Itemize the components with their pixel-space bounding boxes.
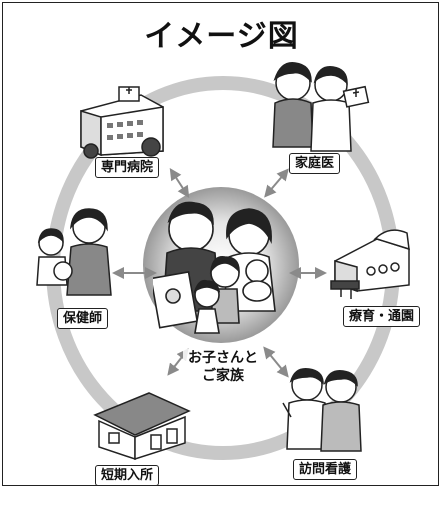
- node-label-family-doctor: 家庭医: [289, 153, 341, 174]
- node-label-health-nurse: 保健師: [57, 308, 109, 329]
- node-label-hospital: 専門病院: [95, 157, 160, 178]
- doctor-icon: [272, 62, 370, 152]
- nurses-icon: [282, 368, 362, 452]
- diagram-title: イメージ図: [144, 19, 299, 54]
- arrow-hospital: [169, 167, 190, 199]
- house-icon: [93, 392, 191, 461]
- node-label-therapy: 療育・通園: [343, 306, 421, 327]
- center-label-line2: ご家族: [202, 368, 244, 384]
- connection-arrows: [112, 167, 327, 378]
- school-building-icon: [330, 229, 410, 299]
- health-nurse-icon: [36, 208, 112, 296]
- node-label-visiting-nurse: 訪問看護: [293, 459, 358, 480]
- hospital-icon: [80, 86, 164, 159]
- arrow-respite: [167, 348, 189, 376]
- family-icon: [153, 201, 276, 334]
- node-label-respite: 短期入所: [95, 465, 160, 486]
- center-label-line1: お子さんと: [188, 350, 258, 366]
- arrow-visiting-nurse: [263, 346, 289, 378]
- arrow-family-doctor: [264, 168, 289, 198]
- diagram-frame: イメージ図: [2, 2, 439, 486]
- center-label: お子さんと ご家族: [183, 349, 263, 385]
